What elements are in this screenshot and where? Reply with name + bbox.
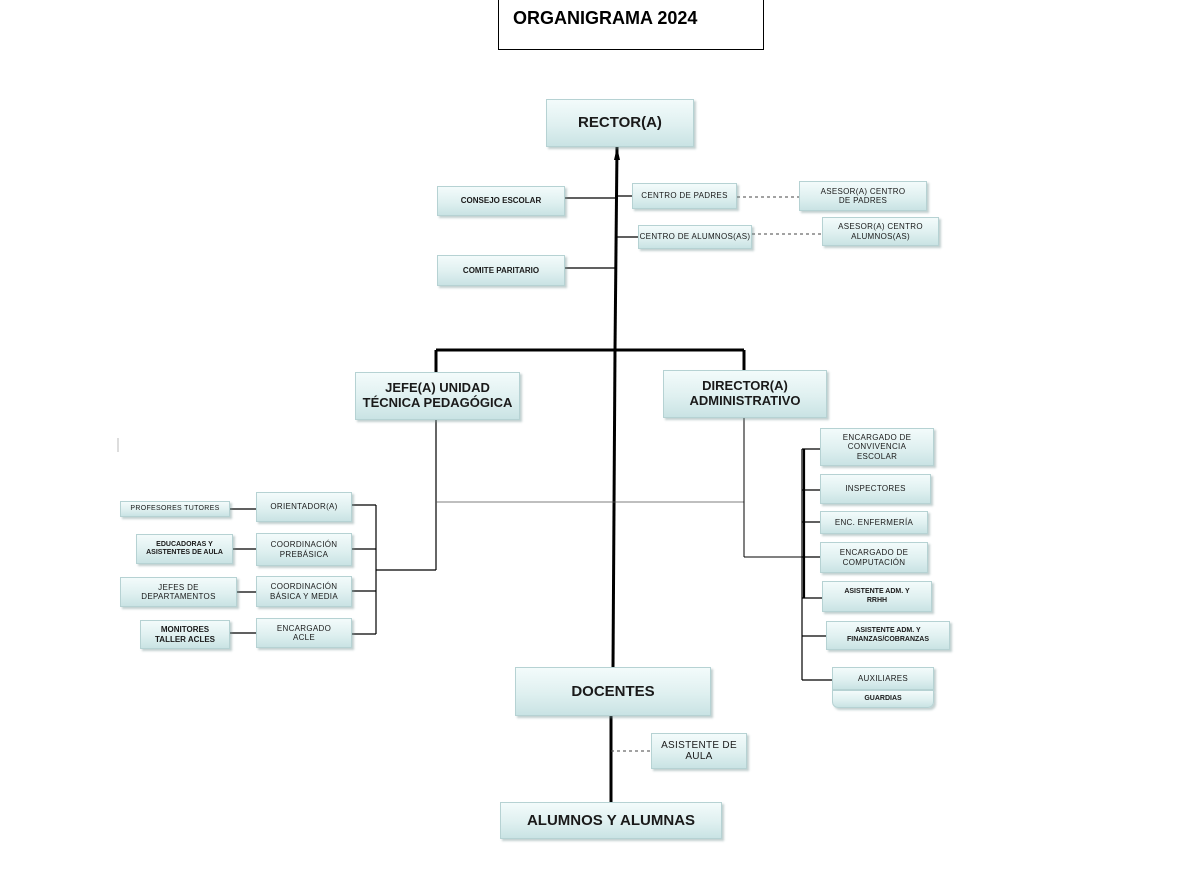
- encargado-acle-label: ENCARGADO ACLE: [276, 623, 332, 642]
- consejo-escolar-label: CONSEJO ESCOLAR: [460, 196, 542, 206]
- centro-alumnos-node: CENTRO DE ALUMNOS(AS): [638, 225, 752, 249]
- title-box: ORGANIGRAMA 2024: [498, 0, 764, 50]
- alumnos-label: ALUMNOS Y ALUMNAS: [526, 811, 696, 829]
- coordinacion-prebasica-label: COORDINACIÓN PREBÁSICA: [270, 540, 338, 559]
- monitores-taller-label: MONITORES TALLER ACLES: [155, 625, 215, 644]
- director-administrativo-label: DIRECTOR(A) ADMINISTRATIVO: [689, 378, 801, 408]
- monitores-taller-node: MONITORES TALLER ACLES: [140, 620, 230, 649]
- encargado-convivencia-label: ENCARGADO DE CONVIVENCIA ESCOLAR: [842, 433, 912, 461]
- auxiliares-label: AUXILIARES: [857, 673, 909, 683]
- coordinacion-basica-media-label: COORDINACIÓN BÁSICA Y MEDIA: [270, 582, 338, 601]
- centro-alumnos-label: CENTRO DE ALUMNOS(AS): [639, 232, 751, 242]
- docentes-node: DOCENTES: [515, 667, 711, 716]
- asistente-rrhh-node: ASISTENTE ADM. Y RRHH: [822, 581, 932, 612]
- asesor-centro-padres-label: ASESOR(A) CENTRO DE PADRES: [820, 186, 906, 205]
- educadoras-asistentes-node: EDUCADORAS Y ASISTENTES DE AULA: [136, 534, 233, 564]
- asesor-centro-padres-node: ASESOR(A) CENTRO DE PADRES: [799, 181, 927, 211]
- centro-padres-label: CENTRO DE PADRES: [641, 191, 728, 201]
- profesores-tutores-node: PROFESORES TUTORES: [120, 501, 230, 517]
- alumnos-node: ALUMNOS Y ALUMNAS: [500, 802, 722, 839]
- centro-padres-node: CENTRO DE PADRES: [632, 183, 737, 209]
- profesores-tutores-label: PROFESORES TUTORES: [130, 504, 220, 512]
- consejo-escolar-node: CONSEJO ESCOLAR: [437, 186, 565, 216]
- jefes-departamentos-node: JEFES DE DEPARTAMENTOS: [120, 577, 237, 607]
- encargado-acle-node: ENCARGADO ACLE: [256, 618, 352, 648]
- coordinacion-prebasica-node: COORDINACIÓN PREBÁSICA: [256, 533, 352, 566]
- rector-label: RECTOR(A): [578, 114, 662, 132]
- jefes-departamentos-label: JEFES DE DEPARTAMENTOS: [141, 582, 216, 601]
- educadoras-asistentes-label: EDUCADORAS Y ASISTENTES DE AULA: [146, 540, 223, 556]
- asistente-finanzas-node: ASISTENTE ADM. Y FINANZAS/COBRANZAS: [826, 621, 950, 650]
- orientador-label: ORIENTADOR(A): [270, 502, 338, 512]
- enc-enfermeria-label: ENC. ENFERMERÍA: [834, 517, 914, 527]
- docentes-label: DOCENTES: [571, 682, 655, 700]
- encargado-computacion-label: ENCARGADO DE COMPUTACIÓN: [839, 548, 909, 567]
- rector-spine-line: [613, 146, 619, 351]
- enc-enfermeria-node: ENC. ENFERMERÍA: [820, 511, 928, 534]
- asesor-centro-alumnos-node: ASESOR(A) CENTRO ALUMNOS(AS): [822, 217, 939, 246]
- coordinacion-basica-media-node: COORDINACIÓN BÁSICA Y MEDIA: [256, 576, 352, 607]
- asesor-centro-alumnos-label: ASESOR(A) CENTRO ALUMNOS(AS): [838, 222, 923, 241]
- comite-paritario-label: COMITE PARITARIO: [462, 265, 540, 275]
- asistente-finanzas-label: ASISTENTE ADM. Y FINANZAS/COBRANZAS: [846, 627, 930, 643]
- asistente-aula-node: ASISTENTE DE AULA: [651, 733, 747, 769]
- comite-paritario-node: COMITE PARITARIO: [437, 255, 565, 286]
- jefe-utp-label: JEFE(A) UNIDAD TÉCNICA PEDAGÓGICA: [362, 380, 513, 410]
- asistente-aula-label: ASISTENTE DE AULA: [661, 739, 737, 763]
- page-title: ORGANIGRAMA 2024: [513, 8, 698, 28]
- director-administrativo-node: DIRECTOR(A) ADMINISTRATIVO: [663, 370, 827, 418]
- main-spine-line: [611, 349, 617, 668]
- rector-node: RECTOR(A): [546, 99, 694, 147]
- guardias-node: GUARDIAS: [832, 690, 934, 708]
- orientador-node: ORIENTADOR(A): [256, 492, 352, 522]
- encargado-convivencia-node: ENCARGADO DE CONVIVENCIA ESCOLAR: [820, 428, 934, 466]
- encargado-computacion-node: ENCARGADO DE COMPUTACIÓN: [820, 542, 928, 573]
- inspectores-node: INSPECTORES: [820, 474, 931, 504]
- inspectores-label: INSPECTORES: [845, 484, 906, 494]
- auxiliares-node: AUXILIARES: [832, 667, 934, 690]
- asistente-rrhh-label: ASISTENTE ADM. Y RRHH: [844, 588, 910, 604]
- jefe-utp-node: JEFE(A) UNIDAD TÉCNICA PEDAGÓGICA: [355, 372, 520, 420]
- guardias-label: GUARDIAS: [864, 694, 902, 702]
